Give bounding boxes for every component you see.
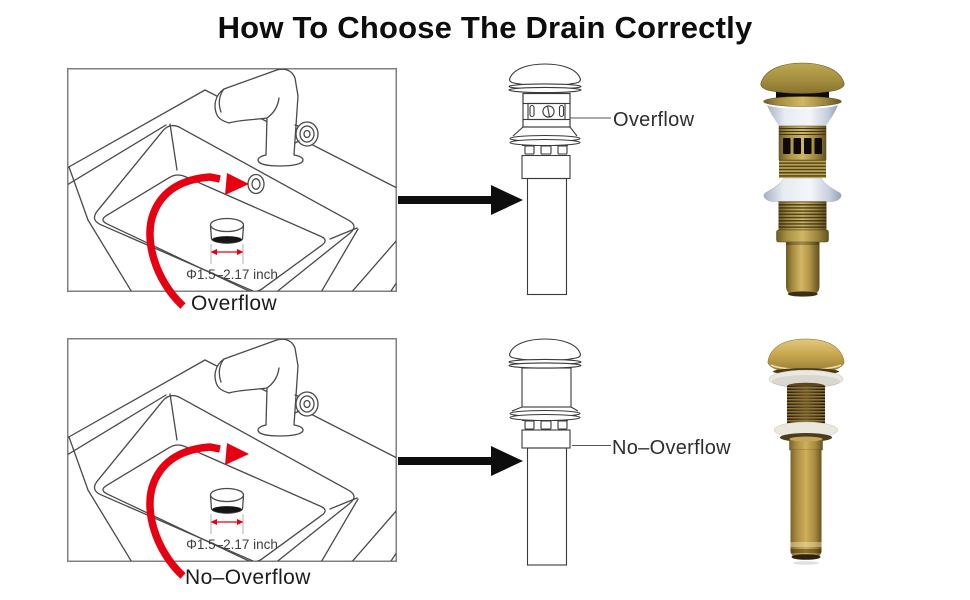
dimension-label: Φ1.5–2.17 inch [186,267,278,282]
faucet-icon [214,339,319,437]
dimension-marks [210,514,244,534]
dimension-marks [210,244,244,264]
flow-arrow-icon [398,185,523,215]
sink-diagram-overflow: Φ1.5–2.17 inch [67,68,397,309]
drain-body [522,92,571,128]
photo-nut [789,436,823,451]
photo-tailpipe [786,242,820,297]
threaded-body [521,367,572,408]
drain-stopper-icon [209,217,245,244]
sink-diagram-no-overflow: Φ1.5–2.17 inch [67,338,397,579]
basin-lines [93,393,358,561]
tailpipe [526,177,568,296]
thread-section [521,429,571,449]
flange [509,126,581,147]
brass-overflow-drain-photo [760,62,845,297]
cap-washer [508,358,582,369]
photo-white-cone [767,105,838,129]
cap-dome [509,338,581,362]
mount-tabs [522,144,568,155]
sink-caption-overflow: Overflow [191,292,278,315]
overflow-drain-diagram [508,63,611,296]
brass-no-overflow-drain-photo [767,338,845,565]
basin-lines [93,123,358,291]
photo-nut [776,229,829,243]
red-curved-arrow-icon [146,443,249,579]
photo-cap [760,62,845,94]
mount-tabs [522,419,568,430]
photo-ribs [779,160,826,178]
drain-caption-no-overflow: No–Overflow [612,437,731,459]
photo-tailpipe [790,450,822,565]
photo-overflow-slots [778,125,827,161]
overflow-window [527,102,566,121]
cap-washer [508,83,582,94]
red-curved-arrow-icon [146,173,249,309]
drain-stopper-icon [209,487,245,514]
faucet-icon [214,69,319,167]
photo-threads [778,201,827,230]
flow-arrow-icon [398,446,523,476]
page-title: How To Choose The Drain Correctly [217,10,753,45]
cap-dome [509,63,581,87]
drain-caption-overflow: Overflow [613,109,695,131]
photo-washer [763,96,842,107]
no-overflow-drain-diagram [508,338,611,566]
thread-section [521,154,571,180]
dimension-label: Φ1.5–2.17 inch [186,537,278,552]
flange [509,406,581,422]
tailpipe [526,447,568,566]
sink-caption-no-overflow: No–Overflow [185,566,311,589]
overflow-hole-icon [247,173,265,195]
photo-white-skirt [763,177,842,202]
